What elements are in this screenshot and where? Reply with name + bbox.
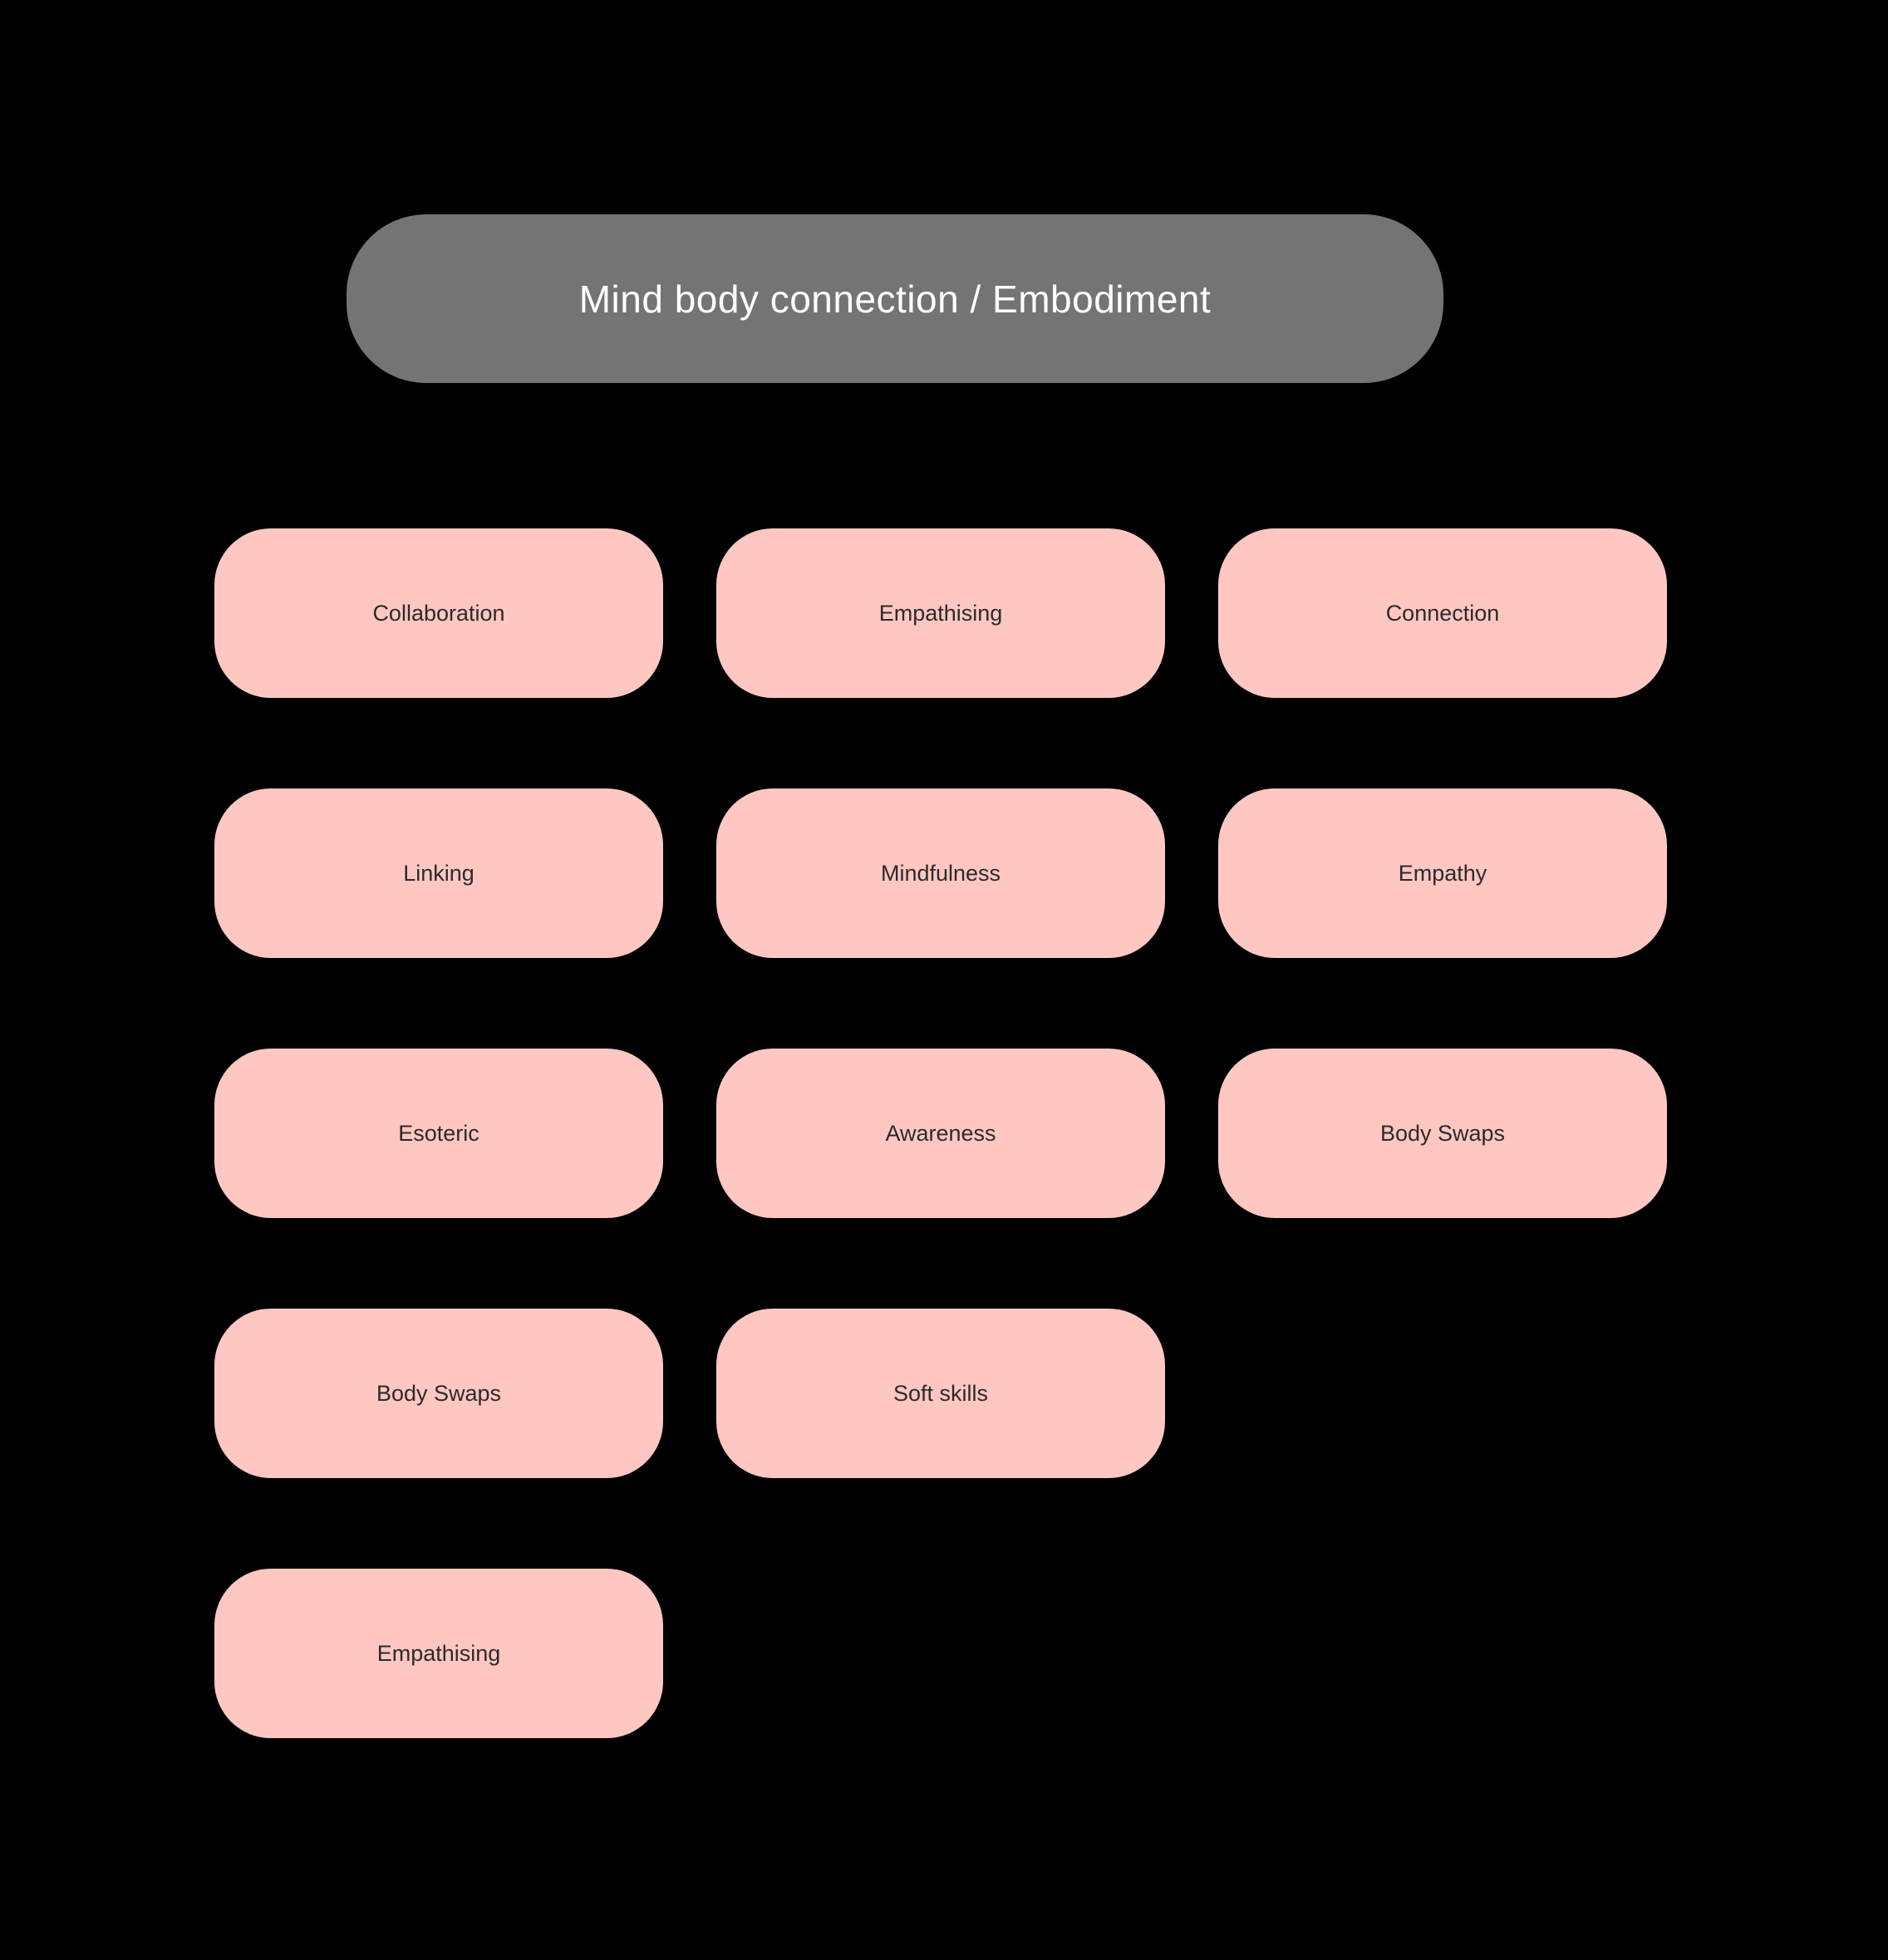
node-label: Empathy <box>1398 860 1487 886</box>
node-pill[interactable]: Soft skills <box>716 1309 1165 1478</box>
node-label: Awareness <box>885 1120 996 1146</box>
node-pill[interactable]: Connection <box>1218 528 1667 698</box>
title-label: Mind body connection / Embodiment <box>578 277 1212 321</box>
node-label: Body Swaps <box>376 1380 502 1406</box>
node-label: Empathising <box>878 600 1003 626</box>
node-label: Body Swaps <box>1379 1120 1506 1146</box>
node-label: Linking <box>403 860 474 886</box>
node-label: Connection <box>1385 600 1500 626</box>
node-pill[interactable]: Empathising <box>716 528 1165 698</box>
node-label: Empathising <box>376 1640 501 1666</box>
node-pill[interactable]: Empathy <box>1218 788 1667 958</box>
node-pill[interactable]: Body Swaps <box>1218 1049 1667 1218</box>
node-label: Mindfulness <box>880 860 1001 886</box>
title-pill[interactable]: Mind body connection / Embodiment <box>347 214 1443 383</box>
node-pill[interactable]: Collaboration <box>214 528 663 698</box>
node-pill[interactable]: Esoteric <box>214 1049 663 1218</box>
node-pill[interactable]: Body Swaps <box>214 1309 663 1478</box>
node-pill[interactable]: Mindfulness <box>716 788 1165 958</box>
node-pill[interactable]: Linking <box>214 788 663 958</box>
node-label: Esoteric <box>398 1120 479 1146</box>
node-pill[interactable]: Awareness <box>716 1049 1165 1218</box>
node-label: Soft skills <box>892 1380 989 1406</box>
node-label: Collaboration <box>372 600 505 626</box>
node-pill[interactable]: Empathising <box>214 1569 663 1738</box>
